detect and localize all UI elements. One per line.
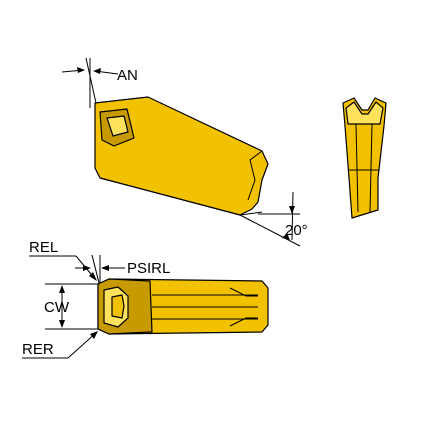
end-view-edge-2 (355, 123, 359, 213)
end-view (342, 97, 387, 219)
side-view: AN 20° (61, 57, 308, 247)
side-view-back-groove (247, 150, 263, 201)
top-view-back-notch (229, 287, 258, 327)
angle-ref-line-1 (239, 214, 301, 247)
angle-arc-line (291, 191, 294, 241)
side-view-chipbreaker (106, 115, 129, 137)
cw-label: CW (44, 299, 70, 316)
angle-arrowhead-bottom (282, 233, 290, 240)
cw-arrowhead-bottom (59, 320, 65, 328)
rel-arrowhead (89, 272, 97, 281)
cw-arrowhead-top (59, 285, 65, 293)
top-view: REL PSIRL CW RER (22, 239, 269, 359)
angle-arrowhead-top (289, 206, 295, 214)
an-ref-line-1 (85, 57, 97, 104)
psirl-ref-line-1 (91, 254, 100, 284)
rer-label: RER (22, 341, 54, 358)
an-arrowhead-right (93, 68, 101, 74)
end-view-body (342, 97, 387, 219)
rer-arrowhead (90, 331, 98, 339)
psirl-arrowhead-right (101, 265, 109, 271)
angle-label: 20° (285, 222, 308, 239)
an-label: AN (117, 67, 138, 84)
psirl-label: PSIRL (127, 260, 170, 277)
end-view-edge-3 (369, 123, 373, 213)
side-view-body (94, 96, 269, 216)
an-arrowhead-left (77, 67, 85, 73)
top-view-chipbreaker-2 (111, 294, 125, 319)
rel-label: REL (29, 239, 58, 256)
